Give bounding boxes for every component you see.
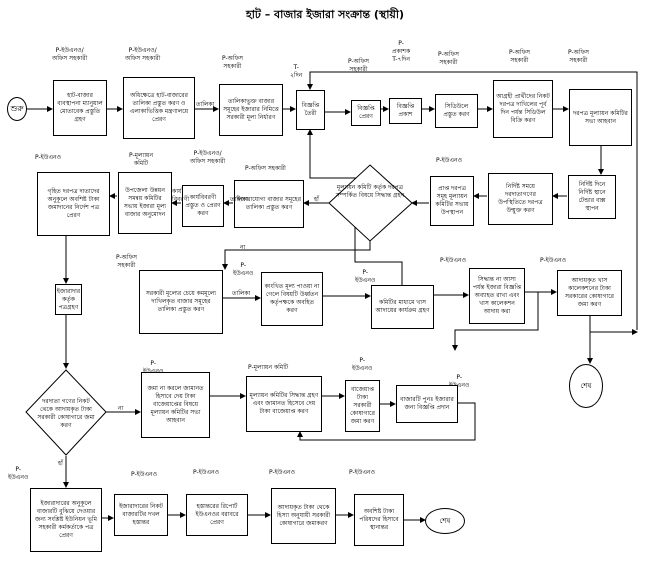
step-box: দরপত্র মূল্যায়ন কমিটির সভা আহবান <box>569 89 632 146</box>
step-box: কাংখিত মূল্য পাওয়া না গেলে বিষয়টি উর্ধ… <box>261 272 323 326</box>
flow-label: হাঁ <box>314 196 319 203</box>
step-box: উপজেলা উন্নয়ন সমন্বয় কমিটির সভায় ইজার… <box>118 172 172 234</box>
actor-label: P- ইউএনও <box>233 262 254 277</box>
actor-label: P-ইউএনও <box>35 154 62 161</box>
actor-label: P- ইউএনও <box>8 466 29 481</box>
actor-label: P-ইউএনও/ অফিস সহকারী <box>125 47 161 62</box>
actor-label: P-অফিস সহকারী <box>509 49 530 64</box>
actor-label: P-ইউএনও <box>440 257 467 264</box>
start-node: শুরু <box>7 97 27 121</box>
step-box: ইজারাযোগ্য বাজার সমূহের তালিকা প্রস্তুত … <box>234 180 304 228</box>
actor-label: P- ইউএনও <box>143 360 163 375</box>
step-box: জমা না করলে জামানত হিসাবে দেয় টাকা বাজে… <box>141 372 210 438</box>
flow-label: কার্য বিবরণী <box>172 188 190 203</box>
step-box: বিজ্ঞপ্তি তৈরী <box>296 90 325 130</box>
step-box: অবশিষ্ট টাকা পরিষদের হিসাবে স্থানান্তর <box>354 494 404 546</box>
step-box: ইজারাদারের অনুকূলে বাজারটি বুঝিয়ে দেওয়… <box>30 488 102 552</box>
flow-label: না <box>118 405 124 412</box>
flow-label: তালিকা <box>230 196 249 203</box>
step-box: সিদ্ধান্ত না আসা পর্যন্ত ইজারা বিজ্ঞপ্তি… <box>469 268 525 324</box>
actor-label: P-মূল্যায়ন কমিটি <box>129 152 154 167</box>
step-box: বিজ্ঞপ্তি প্রকাশ <box>389 98 422 124</box>
step-box: সিডিউলে প্রস্তুত করণ <box>435 94 478 128</box>
step-box: আগ্রহী প্রার্থীদের নিকট দরপত্র দাখিলের প… <box>493 80 553 138</box>
page-title: হাট – বাজার ইজারা সংক্রান্ত (স্থায়ী) <box>245 8 405 21</box>
decision-text: দরদাতা গণের নিকট থেকে আদায়কৃত টাকা সরকা… <box>37 398 95 429</box>
actor-label: P-ইউএনও <box>540 257 567 264</box>
flow-label: তালিকা <box>196 101 215 108</box>
actor-label: P-অফিস সহকারী <box>348 58 369 73</box>
actor-label: P-ইউএনও/ অফিস সহকারী <box>52 47 88 62</box>
end-node: শেষ <box>425 508 465 534</box>
step-box: মূল্যায়ন কমিটির সিদ্ধান্ত গ্রহণ এবং জাম… <box>246 376 322 432</box>
step-box: নির্দিষ্ট দিনে নির্দিষ্ট স্থানে টেন্ডার … <box>568 175 616 219</box>
step-box: ইজারাদারের নিকট বাজারটির দখল হস্তান্তর <box>114 494 168 536</box>
actor-label: P-ইউএনও <box>349 469 376 476</box>
actor-label: P-ইউএনও <box>269 469 296 476</box>
step-box: গৃহিত দরপত্র দাতাদের অনুকূলে অবশিষ্ট টাক… <box>37 172 110 236</box>
decision-diamond-deposit <box>25 369 107 456</box>
step-box: সরকারী মূল্যের চেয়ে কমমূল্যে দাখিলকৃত ব… <box>139 270 223 334</box>
actor-label: P-অফিস সহকারী <box>438 51 459 66</box>
actor-label: P-ইউএনও <box>193 469 220 476</box>
step-box: ইজারাদার কর্তৃক পত্রগ্রহণ <box>55 284 82 315</box>
actor-label: P-ইউএনও/ অফিস সহকারী <box>190 150 226 165</box>
step-box: আদায়কৃত টাকা থেকে হিস্যা অনুযায়ী সরকার… <box>271 488 336 544</box>
actor-label: P-ইউএনও <box>131 471 158 478</box>
step-box: নির্দিষ্ট সময়ে দরদাতাগণের উপস্থিতিতে দর… <box>488 173 553 225</box>
actor-label: P- ইউএনও <box>449 374 470 389</box>
step-box: বিজ্ঞপ্তি প্রেরণ <box>351 100 381 126</box>
actor-label: P-মূল্যায়ন কমিটি <box>248 364 289 371</box>
end-node: শেষ <box>569 364 603 408</box>
actor-label: P-ইউএনও <box>436 157 463 164</box>
actor-label: P- ইউএনও <box>352 357 373 372</box>
actor-label: P-অফিস সহকারী <box>568 49 589 64</box>
actor-label: P-অফিস সহকারী <box>222 55 243 70</box>
step-box: বাজারটি পুনঃ ইজারার জন্য বিজ্ঞপ্তি প্রদা… <box>396 385 458 423</box>
step-box: হাট-বাজার ব্যবস্থাপনা ম্যানুয়াল মোতাবেক… <box>53 80 107 136</box>
actor-label: P- প্রকাশক T-৭দিন <box>392 40 411 63</box>
flow-label: না <box>240 244 246 251</box>
actor-label: T- ২দিন <box>290 64 303 79</box>
step-box: বাজেয়াপ্ত টাকা সরকারী কোষাগারে জমা করণ <box>345 380 380 432</box>
step-box: কার্যবিবরণী প্রস্তুত ও প্রেরণ করণ <box>182 185 224 227</box>
step-box: প্রাপ্ত দরপত্র সমূহ মূল্যায়ন কমিটির সভা… <box>430 176 474 226</box>
actor-label: P-অফিস সহকারী <box>245 165 286 172</box>
decision-diamond-evaluation <box>328 164 413 242</box>
actor-label: P- ইউএনও <box>355 269 376 284</box>
step-box: তালিকাভুক্ত বাজার সমূহের ইজারার নিমিত্তে… <box>219 84 283 136</box>
step-box: অধিক্ষেত্রে হাট-বাজারের তালিকা প্রস্তুত … <box>123 77 195 139</box>
step-box: কমিটির মাধ্যমে খাস আদায়ের কার্যক্রম গ্র… <box>371 285 434 329</box>
step-box: আদায়কৃত খাস কালেকশনের টাকা সরকারের কোষা… <box>557 270 622 316</box>
step-box: হস্তান্তরের রিপোর্ট ইউএনওর বরাবরে প্রেরণ <box>186 494 248 536</box>
actor-label: P-অফিস সহকারী <box>116 254 137 269</box>
decision-text: মূল্যায়ন কমিটি কর্তৃক দরপত্র সম্পর্কিত … <box>335 184 405 199</box>
flow-label: হাঁ <box>58 460 63 467</box>
flow-label: তালিকা <box>232 290 251 297</box>
